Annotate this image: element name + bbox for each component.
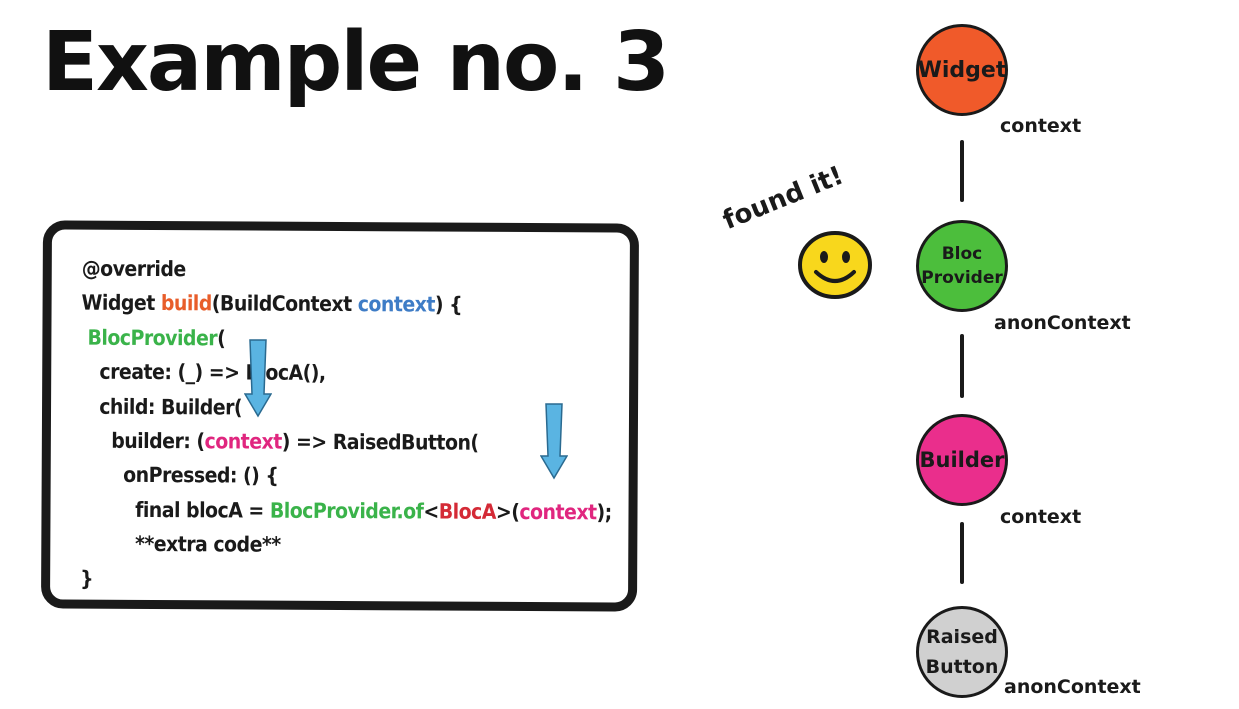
tree-connector <box>960 334 964 398</box>
tree-connector <box>960 522 964 584</box>
page-title: Example no. 3 <box>42 15 670 110</box>
tree-node-builder: Builder <box>916 414 1008 506</box>
code-line-build: Widget build(BuildContext context) { <box>81 291 463 318</box>
code-line-close: } <box>80 566 94 591</box>
code-line-extra: **extra code** <box>80 531 281 557</box>
context-label-raised-button: anonContext <box>1004 676 1141 698</box>
smiley-icon <box>798 231 872 299</box>
builder-context-token: context <box>204 429 282 454</box>
found-it-label: found it! <box>718 160 848 236</box>
context-label-builder: context <box>1000 506 1082 528</box>
context-arg-token: context <box>519 499 597 525</box>
down-arrow-icon <box>540 403 568 480</box>
tree-connector <box>960 140 964 202</box>
tree-node-widget: Widget <box>916 24 1008 116</box>
context-label-bloc-provider: anonContext <box>994 312 1131 334</box>
down-arrow-icon <box>244 339 272 418</box>
code-block: @override Widget build(BuildContext cont… <box>80 252 613 599</box>
blocprovider-token: BlocProvider <box>87 325 218 351</box>
blocprovider-of-token: BlocProvider.of <box>269 498 424 524</box>
code-line-final: final blocA = BlocProvider.of<BlocA>(con… <box>80 497 612 525</box>
code-line-blocprovider: BlocProvider( <box>87 325 226 351</box>
code-line-create: create: (_) => BlocA(), <box>81 359 326 386</box>
code-line-override: @override <box>81 256 186 282</box>
code-line-child: child: Builder( <box>80 394 243 420</box>
code-line-onpressed: onPressed: () { <box>80 463 279 489</box>
bloca-type-token: BlocA <box>438 499 496 524</box>
build-method-token: build <box>160 291 212 316</box>
tree-node-bloc-provider: Bloc Provider <box>916 220 1008 312</box>
tree-node-raised-button: Raised Button <box>916 606 1008 698</box>
code-line-builder: builder: (context) => RaisedButton( <box>80 428 479 455</box>
context-param-token: context <box>357 292 435 317</box>
context-label-widget: context <box>1000 115 1082 137</box>
